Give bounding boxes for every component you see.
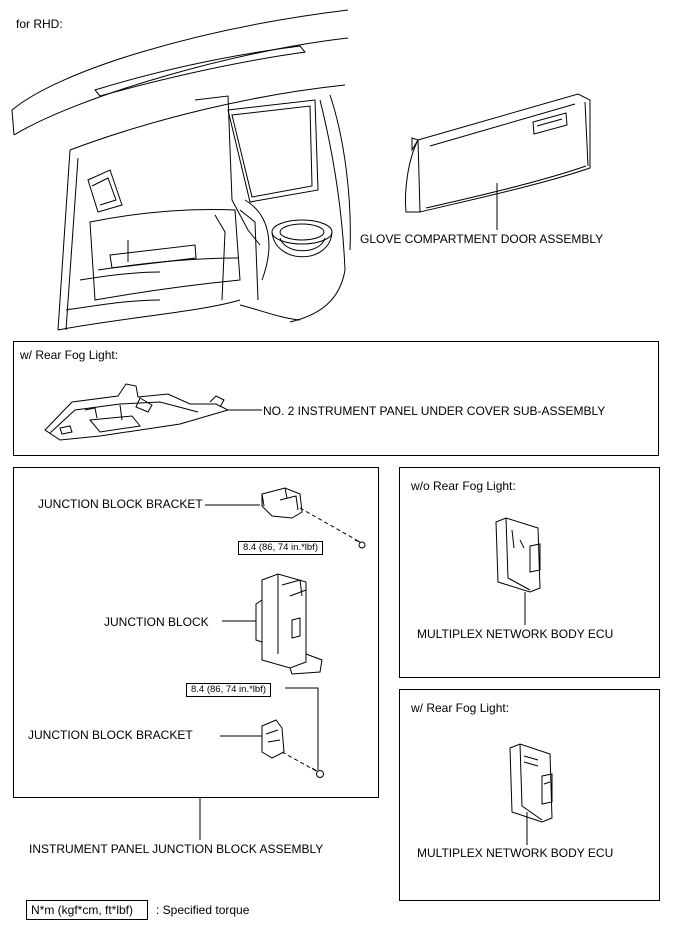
junction-block-label: JUNCTION BLOCK — [104, 615, 209, 629]
torque-legend-box — [26, 900, 148, 920]
under-cover-label: NO. 2 INSTRUMENT PANEL UNDER COVER SUB-A… — [263, 404, 606, 418]
ecu-with-fog-title: w/ Rear Fog Light: — [411, 701, 510, 715]
junction-block-panel — [13, 467, 379, 798]
torque-spec-upper: 8.4 (86, 74 in.*lbf) — [238, 541, 323, 555]
junction-block-bracket-upper-label: JUNCTION BLOCK BRACKET — [38, 497, 203, 511]
torque-legend-description: : Specified torque — [156, 903, 250, 917]
ecu-with-fog-label: MULTIPLEX NETWORK BODY ECU — [417, 846, 614, 860]
ecu-with-fog-panel — [399, 689, 660, 901]
rear-fog-light-panel — [13, 341, 659, 456]
torque-legend-unit: N*m (kgf*cm, ft*lbf) — [31, 903, 134, 917]
junction-block-bracket-lower-label: JUNCTION BLOCK BRACKET — [28, 728, 193, 742]
ecu-without-fog-label: MULTIPLEX NETWORK BODY ECU — [417, 627, 614, 641]
rear-fog-light-title: w/ Rear Fog Light: — [20, 348, 119, 362]
junction-block-assembly-label: INSTRUMENT PANEL JUNCTION BLOCK ASSEMBLY — [29, 842, 324, 856]
variant-heading: for RHD: — [16, 17, 63, 31]
ecu-without-fog-title: w/o Rear Fog Light: — [411, 479, 516, 493]
ecu-without-fog-panel — [399, 467, 660, 678]
glove-compartment-door-label: GLOVE COMPARTMENT DOOR ASSEMBLY — [360, 232, 604, 246]
torque-spec-lower: 8.4 (86, 74 in.*lbf) — [186, 683, 271, 697]
